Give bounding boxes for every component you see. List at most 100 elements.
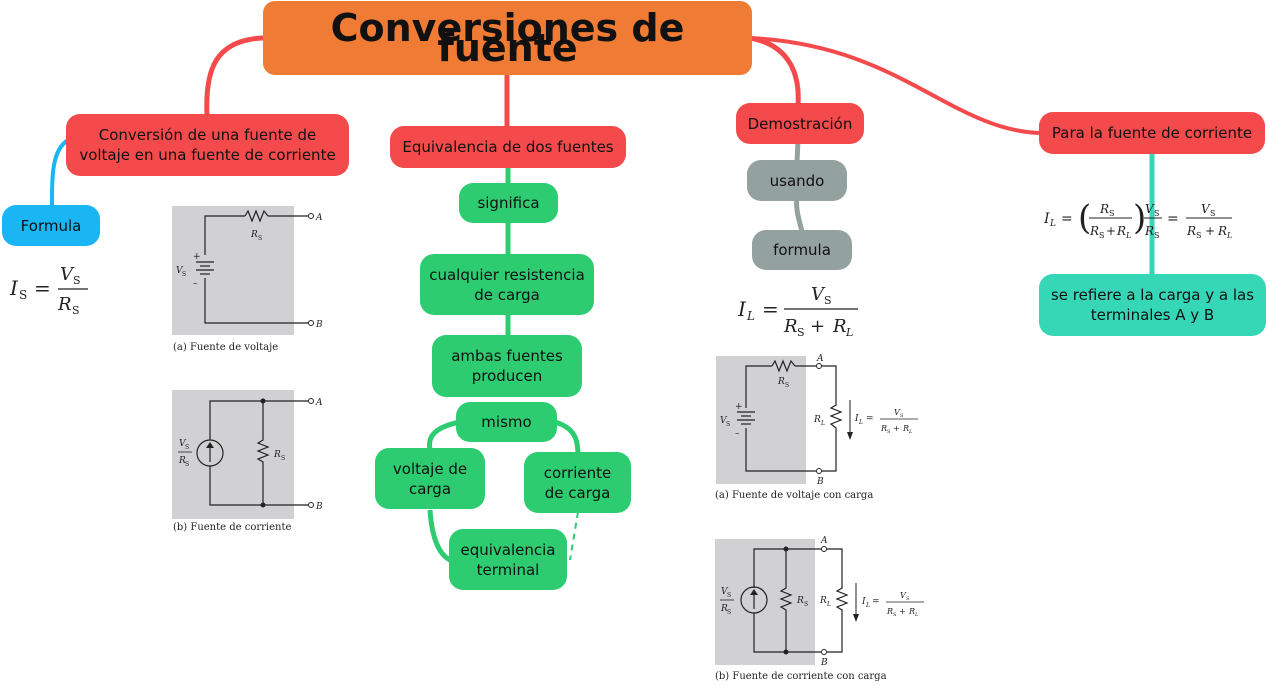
- connector-root-para: [749, 36, 1041, 135]
- svg-text:A: A: [315, 213, 323, 223]
- svg-text:S: S: [824, 294, 832, 307]
- svg-text:S: S: [1109, 209, 1114, 218]
- svg-text:R: R: [250, 230, 258, 240]
- svg-text:R: R: [1089, 224, 1099, 238]
- svg-text:(: (: [1078, 198, 1091, 238]
- connector-mismo-voltaje: [426, 419, 461, 451]
- svg-text:R: R: [178, 456, 186, 466]
- node-formula-label[interactable]: Formula: [2, 205, 100, 246]
- eq-is-s: S: [19, 288, 27, 302]
- circuit-current-load-bg: [715, 539, 815, 665]
- svg-text:R: R: [1144, 224, 1154, 238]
- svg-text:S: S: [185, 461, 189, 468]
- svg-text:A: A: [816, 354, 824, 364]
- eq-is-vs: S: [73, 274, 81, 287]
- node-para-corriente[interactable]: Para la fuente de corriente: [1039, 112, 1265, 154]
- svg-text:=: =: [762, 297, 779, 321]
- circuit-current-bg: [172, 390, 294, 519]
- svg-text:S: S: [887, 429, 891, 435]
- caption-voltaje-carga: (a) Fuente de voltaje con carga: [715, 490, 874, 501]
- node-voltaje[interactable]: voltaje de carga: [375, 448, 485, 509]
- svg-text:I: I: [1044, 211, 1050, 227]
- circuit-voltage-load-bg: [716, 356, 806, 484]
- svg-text:S: S: [726, 421, 730, 428]
- svg-text:R: R: [886, 607, 893, 616]
- connector-voltaje-terminal: [427, 509, 452, 563]
- svg-text:R: R: [880, 424, 887, 433]
- svg-text:B: B: [315, 320, 323, 330]
- svg-text:A: A: [315, 398, 323, 408]
- svg-text:V: V: [1145, 202, 1155, 216]
- connector-root-demostracion: [749, 35, 801, 106]
- equation-il-svg: I L = V S R S + R L: [737, 284, 858, 339]
- svg-text:B: B: [315, 502, 323, 512]
- svg-text:L: L: [858, 419, 863, 426]
- svg-text:=: =: [872, 597, 880, 607]
- caption-corriente-carga: (b) Fuente de corriente con carga: [715, 671, 887, 682]
- connector-root-conversion: [204, 35, 264, 116]
- svg-text:R: R: [783, 316, 798, 337]
- svg-text:L: L: [865, 602, 870, 609]
- svg-text:S: S: [1099, 231, 1104, 240]
- svg-text:V: V: [720, 416, 728, 426]
- svg-text:V: V: [894, 408, 901, 417]
- caption-fuente-corriente: (b) Fuente de corriente: [173, 522, 292, 533]
- node-corriente[interactable]: corriente de carga: [524, 452, 631, 513]
- svg-text:R: R: [273, 450, 281, 460]
- svg-text:R: R: [819, 596, 827, 606]
- node-formula-demo[interactable]: formula: [752, 230, 852, 270]
- svg-text:L: L: [826, 601, 831, 608]
- svg-text:S: S: [1196, 231, 1201, 240]
- svg-text:L: L: [820, 420, 825, 427]
- svg-text:B: B: [820, 658, 828, 668]
- svg-text:=: =: [866, 414, 874, 424]
- node-demostracion[interactable]: Demostración: [736, 103, 864, 144]
- svg-text:L: L: [1049, 219, 1056, 229]
- node-significa[interactable]: significa: [459, 183, 558, 223]
- node-equivalencia[interactable]: Equivalencia de dos fuentes: [390, 126, 626, 168]
- svg-text:V: V: [721, 587, 729, 597]
- svg-text:=: =: [1167, 211, 1179, 227]
- svg-text:S: S: [727, 609, 731, 616]
- node-refiere[interactable]: se refiere a la carga y a las terminales…: [1039, 274, 1266, 336]
- node-mismo[interactable]: mismo: [456, 402, 557, 442]
- eq-is-i: I: [10, 276, 19, 300]
- svg-text:B: B: [816, 477, 824, 487]
- node-terminal[interactable]: equivalencia terminal: [449, 529, 567, 590]
- equation-is-svg: I S = V S R S: [9, 264, 88, 317]
- svg-text:A: A: [820, 536, 828, 546]
- svg-text:S: S: [182, 271, 186, 278]
- equation-il-current-svg: I L = ( R S R S + R L ) V S R S = V S R …: [1043, 198, 1232, 240]
- node-usando[interactable]: usando: [747, 160, 847, 201]
- svg-text:+: +: [1205, 224, 1215, 238]
- svg-text:R: R: [1217, 224, 1227, 238]
- svg-text:V: V: [811, 284, 826, 305]
- svg-text:L: L: [746, 309, 755, 323]
- svg-text:S: S: [893, 612, 897, 618]
- equation-il-current: I L = ( R S R S + R L ) V S R S = V S R …: [1043, 193, 1260, 245]
- connector-corriente-terminal: [569, 511, 579, 561]
- svg-text:S: S: [185, 444, 189, 451]
- node-ambas[interactable]: ambas fuentes producen: [432, 335, 582, 397]
- svg-text:–: –: [735, 429, 740, 439]
- svg-text:R: R: [908, 607, 915, 616]
- node-conversion[interactable]: Conversión de una fuente de voltaje en u…: [66, 114, 349, 176]
- eq-is-v: V: [60, 264, 75, 285]
- svg-text:+: +: [893, 424, 900, 433]
- svg-text:S: S: [281, 455, 285, 462]
- svg-text:R: R: [796, 596, 804, 606]
- node-cualquier[interactable]: cualquier resistencia de carga: [420, 254, 594, 315]
- svg-text:+: +: [899, 607, 906, 616]
- svg-text:–: –: [193, 279, 198, 289]
- svg-text:L: L: [845, 326, 853, 338]
- svg-text:I: I: [854, 414, 859, 424]
- svg-text:R: R: [832, 316, 847, 337]
- svg-text:R: R: [813, 415, 821, 425]
- svg-text:S: S: [1154, 231, 1159, 240]
- svg-text:S: S: [1210, 209, 1215, 218]
- svg-text:V: V: [179, 439, 187, 449]
- root-title[interactable]: Conversiones de fuente: [263, 1, 752, 75]
